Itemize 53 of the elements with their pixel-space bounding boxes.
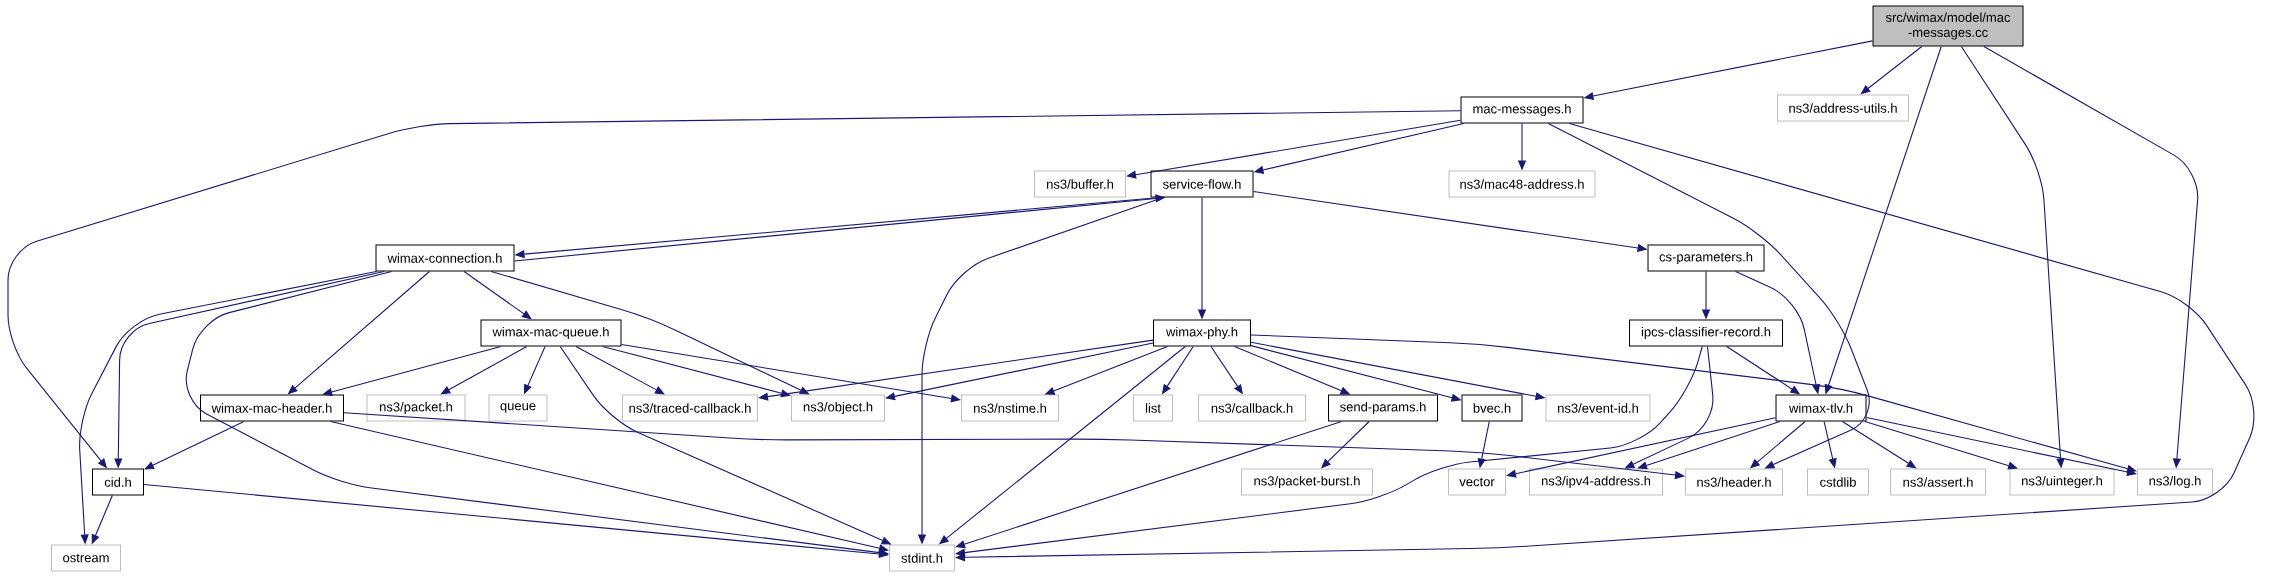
arrow (1637, 420, 1781, 470)
file-box: wimax-connection.h (375, 244, 515, 272)
arrow (575, 345, 665, 395)
arrow (1860, 45, 1923, 95)
file-box: queue (488, 394, 548, 422)
file-box: wimax-mac-queue.h (480, 319, 622, 347)
file-box: stdint.h (889, 544, 955, 572)
file-box: cid.h (92, 468, 144, 496)
arrow (1250, 334, 2137, 473)
file-box: ns3/packet-burst.h (1241, 468, 1373, 496)
file-box: ns3/assert.h (1890, 468, 1987, 496)
arrow (1126, 119, 1462, 179)
arrow (1506, 417, 1777, 478)
file-box: service-flow.h (1150, 170, 1254, 198)
arrow (620, 343, 961, 403)
file-box: ns3/event-id.h (1545, 394, 1651, 422)
file-box: vector (1448, 468, 1506, 496)
file-box: ns3/uinteger.h (2009, 468, 2115, 496)
arrow (144, 420, 245, 470)
arrow (329, 420, 889, 553)
arrow (490, 270, 810, 395)
arrow (955, 420, 1343, 549)
file-box: cstdlib (1807, 468, 1869, 496)
file-box: mac-messages.h (1460, 96, 1584, 124)
file-box: wimax-phy.h (1153, 319, 1251, 347)
file-box: wimax-tlv.h (1775, 394, 1867, 422)
file-box: ns3/object.h (791, 394, 885, 422)
file-box: ns3/mac48-address.h (1448, 170, 1596, 198)
arrow (955, 122, 2255, 562)
arrow (185, 270, 889, 557)
file-box: ns3/ipv4-address.h (1529, 468, 1663, 496)
arrow (885, 342, 1154, 401)
arrow (955, 345, 1703, 557)
file-box: ns3/callback.h (1198, 394, 1306, 422)
file-box: ns3/header.h (1685, 468, 1783, 496)
arrow (602, 345, 791, 398)
arrow (463, 270, 532, 320)
file-box: list (1133, 394, 1173, 422)
file-box: bvec.h (1461, 394, 1523, 422)
file-box: ipcs-classifier-record.h (1629, 319, 1783, 347)
file-box: ns3/address-utils.h (1777, 94, 1909, 122)
file-box: ns3/packet.h (366, 394, 466, 422)
file-box: ostream (51, 544, 121, 572)
file-box: src/wimax/model/mac -messages.cc (1872, 5, 2024, 47)
file-box: send-params.h (1328, 394, 1438, 422)
arrow (758, 339, 1154, 401)
file-box: wimax-mac-header.h (200, 394, 344, 422)
file-box: ns3/buffer.h (1034, 170, 1126, 198)
file-box: ns3/log.h (2137, 468, 2214, 496)
file-box: ns3/traced-callback.h (622, 394, 758, 422)
file-box: cs-parameters.h (1647, 244, 1765, 272)
file-box: ns3/nstime.h (961, 394, 1059, 422)
arrow (1547, 122, 1870, 469)
